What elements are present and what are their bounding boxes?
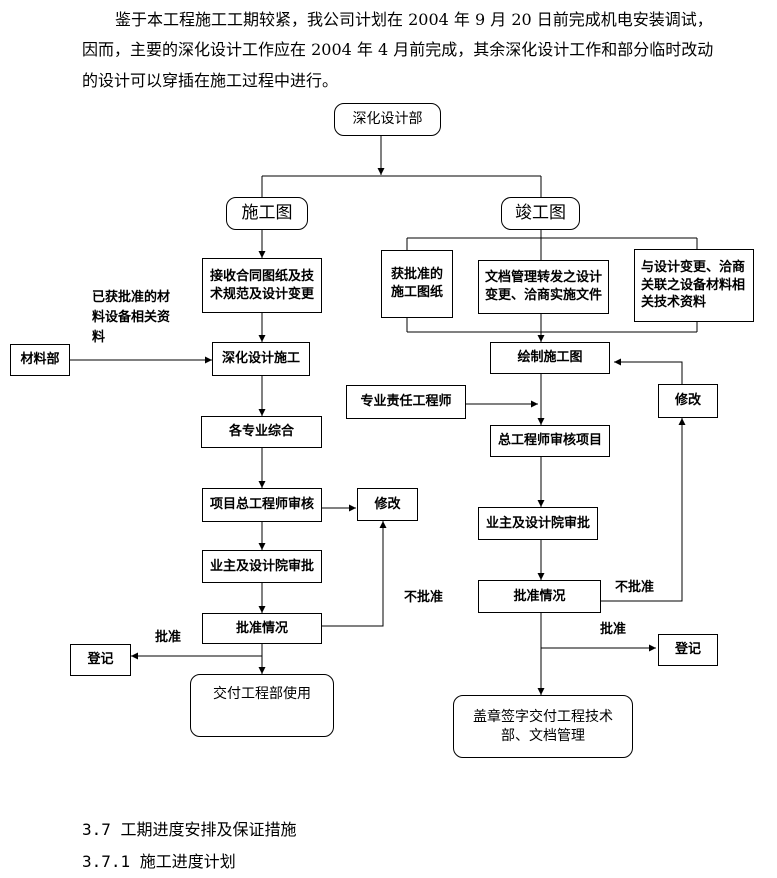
section-heading-3-7: 3.7 工期进度安排及保证措施 (82, 820, 297, 839)
node-stamp-and-deliver: 盖章签字交付工程技术部、文档管理 (453, 695, 633, 758)
label-left-not-approved: 不批准 (404, 590, 444, 605)
intro-line-1: 鉴于本工程施工工期较紧，我公司计划在 2004 年 9 月 20 日前完成机电安… (115, 10, 713, 29)
node-left-owner-approval: 业主及设计院审批 (202, 550, 322, 583)
node-approved-drawings: 获批准的施工图纸 (381, 250, 453, 318)
node-project-chief-review: 项目总工程师审核 (202, 488, 322, 522)
node-left-revise: 修改 (357, 488, 418, 521)
node-left-approval-status: 批准情况 (202, 613, 322, 644)
node-draw-construction: 绘制施工图 (490, 342, 610, 374)
node-related-technical-info: 与设计变更、洽商关联之设备材料相关技术资料 (634, 249, 754, 322)
note-approved-materials: 已获批准的材料设备相关资料 (92, 290, 171, 345)
node-doc-management-files: 文档管理转发之设计变更、洽商实施文件 (478, 260, 609, 314)
node-construction-drawing: 施工图 (226, 197, 308, 230)
section-heading-3-7-1: 3.7.1 施工进度计划 (82, 852, 236, 871)
node-deep-design-dept: 深化设计部 (334, 103, 441, 136)
node-left-register: 登记 (70, 644, 131, 676)
node-deliver-engineering: 交付工程部使用 (190, 674, 334, 737)
node-right-revise: 修改 (658, 384, 718, 418)
label-left-approved: 批准 (155, 630, 182, 645)
node-materials-dept: 材料部 (10, 344, 70, 376)
node-responsible-engineer: 专业责任工程师 (346, 385, 466, 419)
node-deep-design-construction: 深化设计施工 (212, 342, 310, 376)
node-receive-contract-drawings: 接收合同图纸及技术规范及设计变更 (202, 258, 322, 313)
intro-line-2: 因而，主要的深化设计工作应在 2004 年 4 月前完成，其余深化设计工作和部分… (82, 40, 714, 59)
intro-line-3: 的设计可以穿插在施工过程中进行。 (82, 71, 339, 90)
label-right-approved: 批准 (600, 622, 627, 637)
node-chief-engineer-review: 总工程师审核项目 (490, 425, 610, 457)
node-right-register: 登记 (658, 634, 718, 666)
label-right-not-approved: 不批准 (615, 580, 655, 595)
node-as-built-drawing: 竣工图 (501, 197, 580, 230)
node-right-owner-approval: 业主及设计院审批 (478, 507, 598, 540)
node-right-approval-status: 批准情况 (478, 580, 601, 613)
node-discipline-integration: 各专业综合 (201, 416, 322, 448)
